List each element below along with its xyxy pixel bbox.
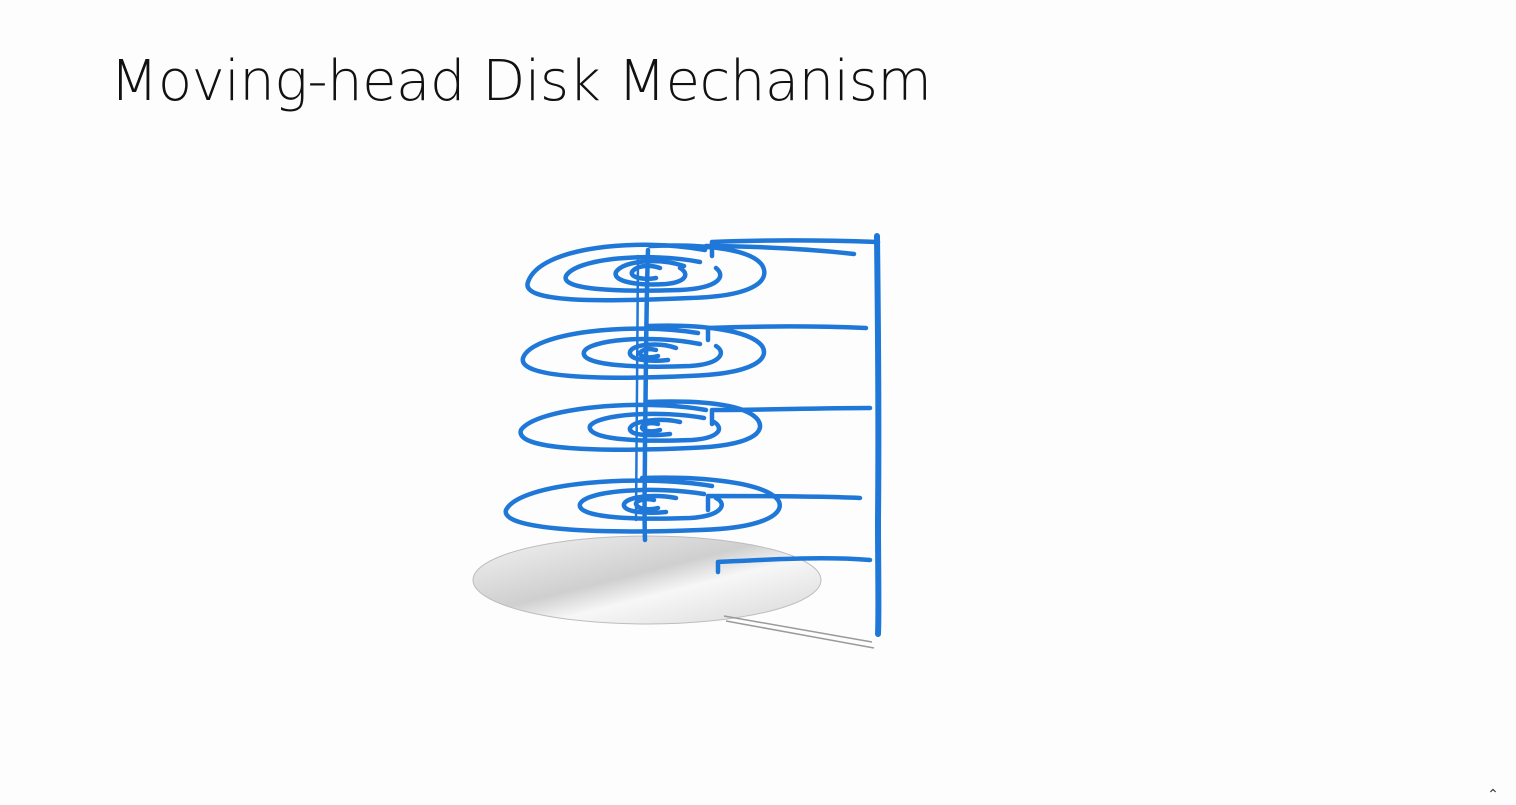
actuator-bar xyxy=(874,233,882,637)
slide-title: Moving-head Disk Mechanism xyxy=(110,49,932,114)
arm-rail xyxy=(723,615,875,649)
platter-2 xyxy=(520,323,767,380)
spindle xyxy=(642,247,651,543)
base-platter xyxy=(472,535,822,625)
chevron-up-icon[interactable]: ⌃ xyxy=(1487,787,1499,803)
ink-annotation xyxy=(503,233,882,637)
head-arms xyxy=(703,238,881,575)
